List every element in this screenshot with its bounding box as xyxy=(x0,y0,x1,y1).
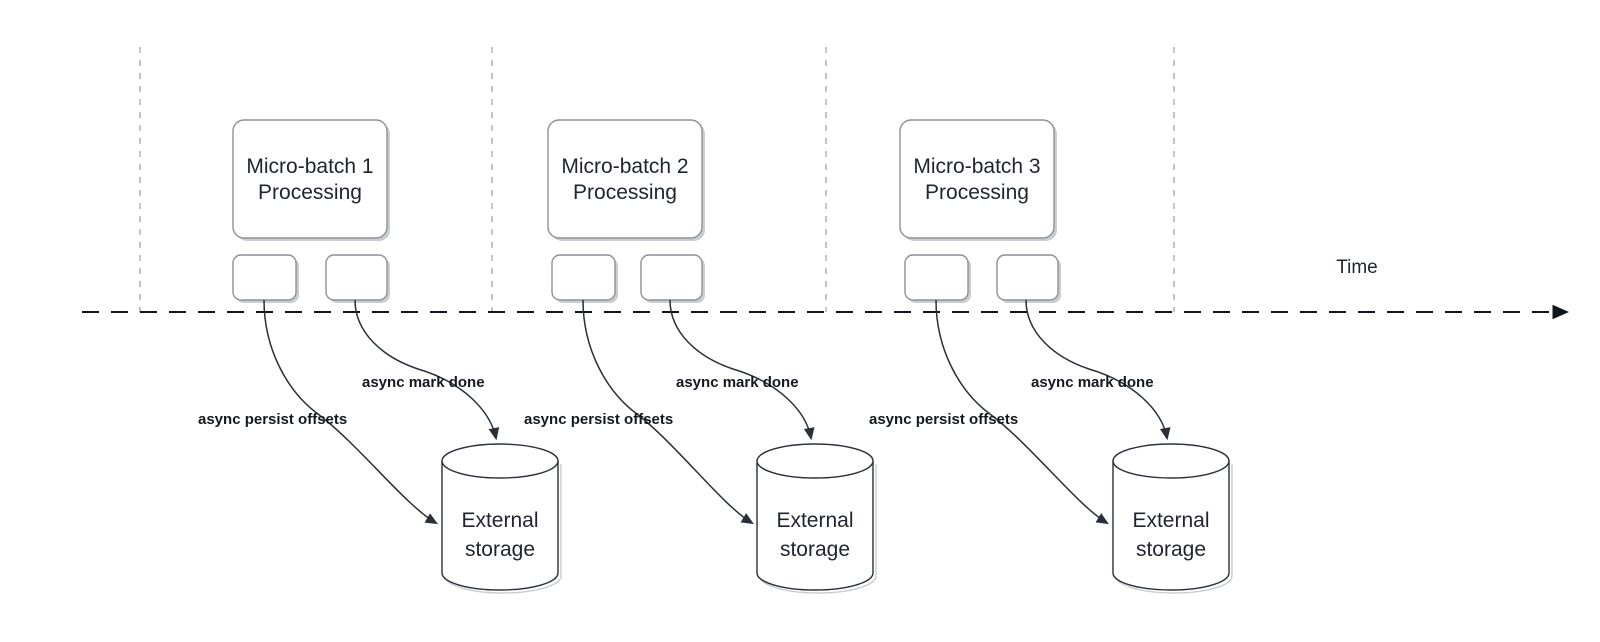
micro-batch-group-2: Micro-batch 2 Processing External storag… xyxy=(524,119,877,594)
process-box-1-label-line2: Processing xyxy=(258,181,362,204)
storage-1-label-line1: External xyxy=(461,509,538,532)
edge-mark-done-2-label: async mark done xyxy=(676,374,799,391)
micro-batch-group-3: Micro-batch 3 Processing External storag… xyxy=(869,119,1233,594)
storage-1-label-line2: storage xyxy=(465,538,535,561)
edge-mark-done-3 xyxy=(1025,299,1171,441)
mini-box-persist-2[interactable] xyxy=(551,254,616,301)
mini-box-mark-2[interactable] xyxy=(640,254,703,301)
edge-persist-offsets-1-label: async persist offsets xyxy=(198,411,347,428)
edge-persist-offsets-3-label: async persist offsets xyxy=(869,411,1018,428)
storage-cylinder-3-shadow xyxy=(1115,464,1233,594)
storage-2-label-line1: External xyxy=(776,509,853,532)
storage-cylinder-1-top xyxy=(441,443,559,479)
storage-cylinder-2-top xyxy=(756,443,874,479)
process-box-1[interactable] xyxy=(232,119,388,239)
edge-mark-done-1-label: async mark done xyxy=(362,374,485,391)
edge-persist-offsets-1 xyxy=(263,299,438,525)
process-box-2-label-line1: Micro-batch 2 xyxy=(561,155,688,178)
edge-persist-offsets-2-label: async persist offsets xyxy=(524,411,673,428)
edge-mark-done-1 xyxy=(354,299,500,441)
mini-box-persist-1[interactable] xyxy=(232,254,297,301)
edge-mark-done-3-label: async mark done xyxy=(1031,374,1154,391)
process-box-2-label-line2: Processing xyxy=(573,181,677,204)
storage-cylinder-2-shadow xyxy=(759,464,877,594)
storage-cylinder-2-body[interactable] xyxy=(756,460,874,591)
storage-3-label-line2: storage xyxy=(1136,538,1206,561)
edge-persist-offsets-3 xyxy=(935,299,1109,525)
storage-3-label-line1: External xyxy=(1132,509,1209,532)
process-box-2[interactable] xyxy=(547,119,703,239)
mini-box-mark-3[interactable] xyxy=(996,254,1059,301)
edge-persist-offsets-2 xyxy=(582,299,754,525)
process-box-3-label-line2: Processing xyxy=(925,181,1029,204)
storage-2-label-line2: storage xyxy=(780,538,850,561)
mini-box-mark-1[interactable] xyxy=(325,254,388,301)
micro-batch-group-1: Micro-batch 1 Processing External storag… xyxy=(198,119,562,594)
storage-cylinder-3-body[interactable] xyxy=(1112,460,1230,591)
storage-cylinder-1-body[interactable] xyxy=(441,460,559,591)
process-box-1-label-line1: Micro-batch 1 xyxy=(246,155,373,178)
time-axis-label: Time xyxy=(1336,257,1378,278)
storage-cylinder-3-top xyxy=(1112,443,1230,479)
edge-mark-done-2 xyxy=(669,299,815,441)
storage-cylinder-1-shadow xyxy=(444,464,562,594)
tick-line-group xyxy=(139,47,1175,312)
process-box-3-label-line1: Micro-batch 3 xyxy=(913,155,1040,178)
mini-box-persist-3[interactable] xyxy=(904,254,969,301)
process-box-3[interactable] xyxy=(899,119,1055,239)
